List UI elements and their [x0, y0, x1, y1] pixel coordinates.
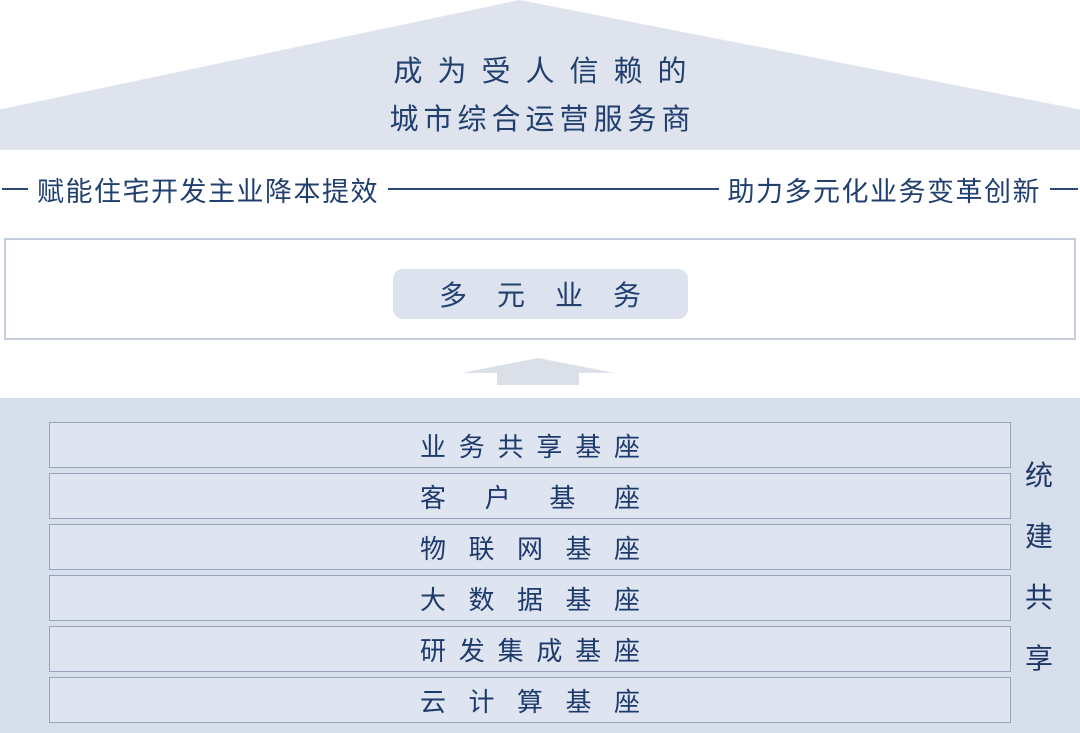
connector-line — [388, 188, 719, 190]
foundation-row-label: 业务共享基座 — [420, 431, 640, 462]
side-char: 共 — [1024, 582, 1053, 613]
foundation-row-customer: 客户基座 — [49, 473, 1011, 519]
diversified-business-label: 多元业务 — [438, 280, 671, 311]
diversified-business-box: 多元业务 — [4, 238, 1076, 340]
foundation-row-rd-integration: 研发集成基座 — [49, 626, 1011, 672]
foundation-row-business-sharing: 业务共享基座 — [49, 422, 1011, 468]
right-edge-dash — [1050, 188, 1078, 190]
goals-row: 赋能住宅开发主业降本提效 助力多元化业务变革创新 — [0, 174, 1080, 207]
foundation-rows: 业务共享基座 客户基座 物联网基座 大数据基座 研发集成基座 云计算基座 — [49, 422, 1011, 723]
foundation-band: 业务共享基座 客户基座 物联网基座 大数据基座 研发集成基座 云计算基座 统 建… — [0, 398, 1080, 733]
foundation-row-label: 客户基座 — [420, 482, 640, 513]
foundation-row-label: 物联网基座 — [420, 533, 640, 564]
unified-shared-vertical-label: 统 建 共 享 — [1024, 462, 1054, 673]
side-char: 统 — [1024, 460, 1053, 491]
foundation-row-label: 大数据基座 — [420, 584, 640, 615]
vision-line-1: 成为受人信赖的 — [0, 48, 1080, 90]
side-char: 建 — [1024, 521, 1053, 552]
foundation-row-iot: 物联网基座 — [49, 524, 1011, 570]
foundation-row-cloud: 云计算基座 — [49, 677, 1011, 723]
vision-line-2-text: 城市综合运营服务商 — [389, 104, 696, 136]
goal-right-label: 助力多元化业务变革创新 — [727, 176, 1041, 207]
foundation-row-label: 研发集成基座 — [420, 635, 640, 666]
left-edge-dash — [2, 188, 28, 190]
vision-line-1-text: 成为受人信赖的 — [393, 56, 702, 88]
up-arrow-icon — [462, 358, 614, 385]
side-char: 享 — [1024, 643, 1053, 674]
goal-left-label: 赋能住宅开发主业降本提效 — [37, 176, 379, 207]
vision-line-2: 城市综合运营服务商 — [0, 96, 1080, 138]
diversified-business-pill: 多元业务 — [392, 269, 688, 319]
foundation-row-label: 云计算基座 — [420, 686, 640, 717]
foundation-row-bigdata: 大数据基座 — [49, 575, 1011, 621]
